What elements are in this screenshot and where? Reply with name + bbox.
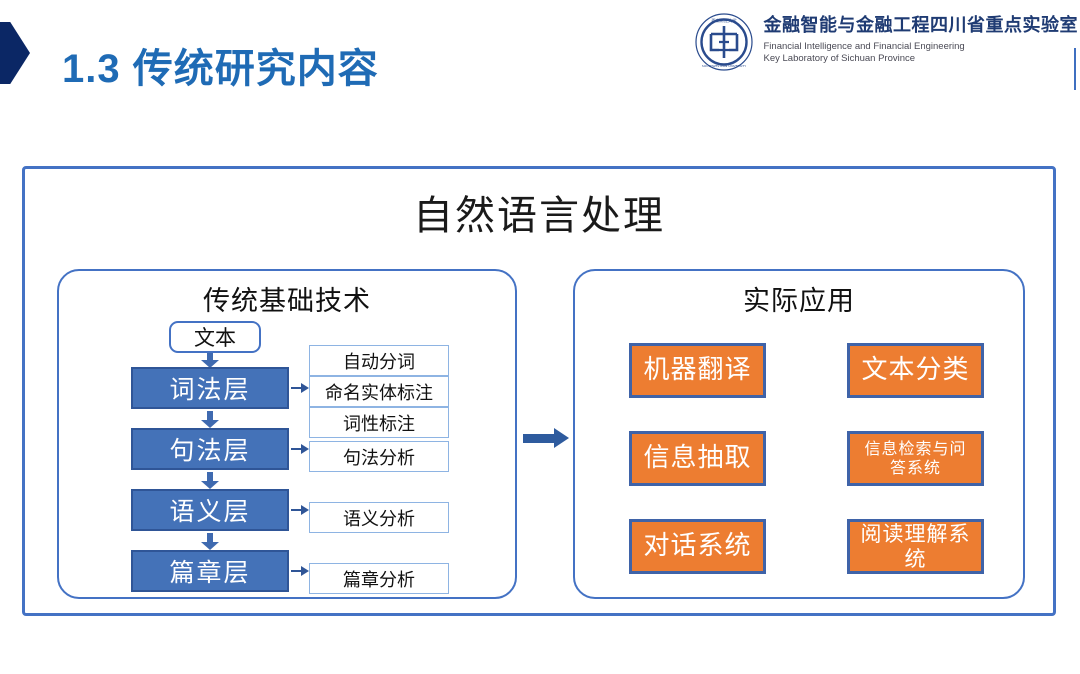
app-box-information-retrieval-qa: 信息检索与问 答系统 [847, 431, 984, 486]
down-arrow-icon [201, 533, 219, 550]
university-seal-icon: 西南财经大学 SOUTHWESTERN UNIVERSITY [694, 13, 753, 71]
lab-name-en-line1: Financial Intelligence and Financial Eng… [763, 40, 965, 52]
input-chip-text: 文本 [169, 321, 261, 353]
left-panel-title: 传统基础技术 [203, 286, 371, 317]
tag-box-named-entity: 命名实体标注 [309, 376, 449, 407]
tag-box-discourse-analysis: 篇章分析 [309, 563, 449, 594]
app-box-information-extraction: 信息抽取 [629, 431, 766, 486]
layer-box-semantic: 语义层 [131, 489, 289, 531]
app-box-dialogue-system: 对话系统 [629, 519, 766, 574]
app-box-machine-translation: 机器翻译 [629, 343, 766, 398]
lab-name-en: Financial Intelligence and Financial Eng… [764, 41, 1079, 67]
page-title: 1.3 传统研究内容 [62, 47, 379, 91]
panel-traditional-techniques: 传统基础技术 文本 词法层 句法层 语义层 篇章层 自动分词 命名实体标注 词性… [57, 269, 517, 599]
diagram-heading: 自然语言处理 [413, 193, 665, 239]
down-arrow-icon [201, 411, 219, 428]
down-arrow-icon [201, 353, 219, 368]
right-arrow-icon [291, 505, 309, 515]
right-arrow-icon [291, 444, 309, 454]
layer-box-discourse: 篇章层 [131, 550, 289, 592]
down-arrow-icon [201, 472, 219, 489]
lab-logo-block: 西南财经大学 SOUTHWESTERN UNIVERSITY 金融智能与金融工程… [694, 12, 1079, 72]
tag-box-syntactic-parsing: 句法分析 [309, 441, 449, 472]
tag-box-semantic-analysis: 语义分析 [309, 502, 449, 533]
layer-box-lexical: 词法层 [131, 367, 289, 409]
right-arrow-icon [291, 566, 309, 576]
tag-box-pos-tagging: 词性标注 [309, 407, 449, 438]
panel-connector-arrow-icon [523, 428, 569, 448]
diagram-outer-frame: 自然语言处理 传统基础技术 文本 词法层 句法层 语义层 篇章层 自动分词 命名… [22, 166, 1056, 616]
svg-text:SOUTHWESTERN UNIVERSITY: SOUTHWESTERN UNIVERSITY [701, 64, 745, 68]
app-box-text-classification: 文本分类 [847, 343, 984, 398]
layer-box-syntactic: 句法层 [131, 428, 289, 470]
lab-name-cn: 金融智能与金融工程四川省重点实验室 [763, 15, 1078, 35]
tag-box-word-segmentation: 自动分词 [309, 345, 449, 376]
app-box-reading-comprehension: 阅读理解系统 [847, 519, 984, 574]
lab-name-en-line2: Key Laboratory of Sichuan Province [763, 53, 916, 65]
panel-practical-applications: 实际应用 机器翻译 信息抽取 对话系统 文本分类 信息检索与问 答系统 阅读理解… [573, 269, 1025, 599]
right-arrow-icon [291, 383, 309, 393]
right-panel-title: 实际应用 [743, 286, 855, 317]
svg-text:西南财经大学: 西南财经大学 [711, 17, 736, 24]
header-divider-rule [1074, 48, 1076, 90]
corner-wedge-decoration [0, 22, 30, 84]
